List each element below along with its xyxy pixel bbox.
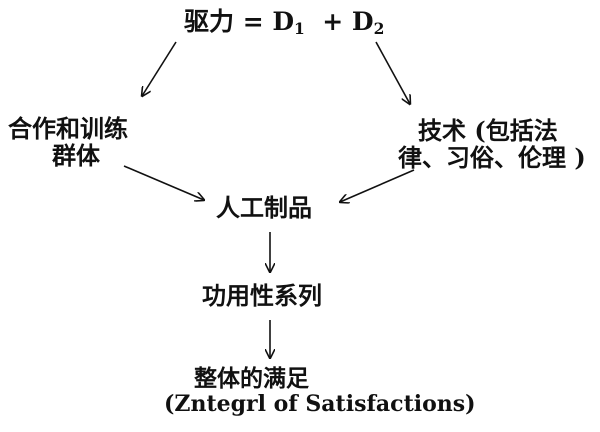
- drive-d1-subscript: 1: [294, 18, 305, 38]
- arrow-cooperation-to-artifacts: [123, 165, 204, 200]
- utility-node: 功用性系列: [202, 281, 322, 310]
- drive-plus: + D: [322, 7, 374, 36]
- drive-d2-subscript: 2: [373, 18, 385, 38]
- artifacts-node: 人工制品: [216, 193, 312, 222]
- cooperation-line-2: 群体: [52, 140, 100, 170]
- drive-prefix: 驱力 = D: [184, 7, 295, 36]
- satisfaction-node: 整体的满足 (Zntegrl of Satisfactions): [164, 366, 476, 416]
- technology-line-2: 律、习俗、伦理 ): [398, 142, 586, 172]
- arrow-drive-to-cooperation: [142, 41, 177, 96]
- technology-line-1: 技术 (包括法: [418, 116, 558, 145]
- drive-node: 驱力 = D1 + D2: [184, 7, 385, 38]
- technology-node: 技术 (包括法 律、习俗、伦理 ): [398, 116, 586, 172]
- satisfaction-line-1: 整体的满足: [194, 365, 309, 392]
- arrow-technology-to-artifacts: [340, 169, 415, 202]
- arrow-drive-to-technology: [375, 41, 410, 104]
- cooperation-line-1: 合作和训练: [8, 114, 128, 143]
- cooperation-node: 合作和训练 群体: [8, 114, 128, 170]
- satisfaction-line-2: (Zntegrl of Satisfactions): [164, 390, 476, 417]
